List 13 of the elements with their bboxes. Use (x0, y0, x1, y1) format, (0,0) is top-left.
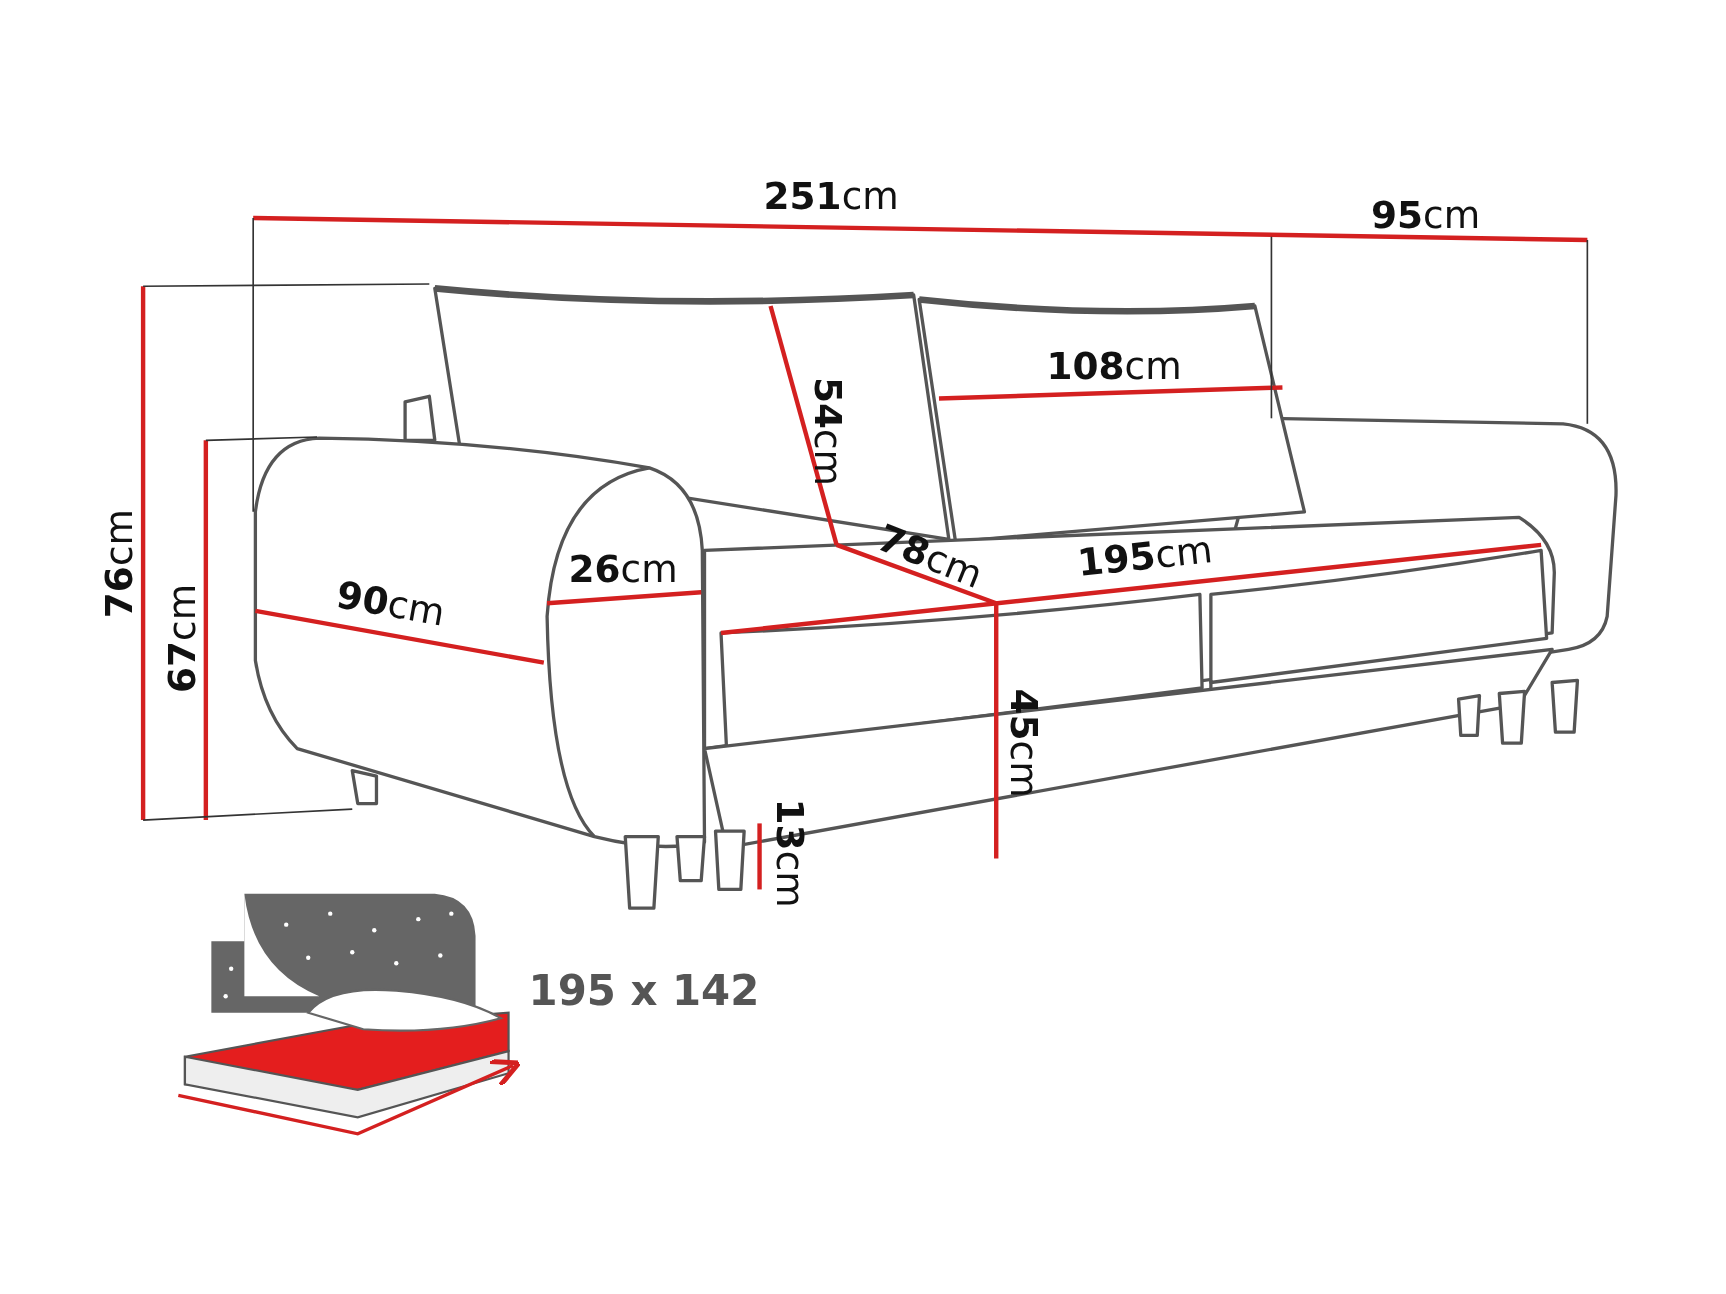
dimension-label: 45cm (1005, 688, 1043, 798)
dimension-label: 95cm (1370, 195, 1481, 234)
dimension-label: 76cm (100, 509, 138, 619)
dimension-label: 90cm (333, 575, 448, 632)
dimension-label: 251cm (763, 177, 899, 215)
dimension-label: 67cm (162, 583, 201, 694)
dimension-label: 108cm (1046, 346, 1182, 385)
dimension-label: 54cm (809, 376, 847, 487)
bed-size-label: 195 x 142 (528, 969, 760, 1012)
dimension-label: 26cm (568, 550, 678, 588)
dimension-label: 78cm (872, 518, 988, 594)
dimension-label: 195cm (1075, 530, 1214, 582)
dimension-label: 13cm (771, 798, 810, 908)
